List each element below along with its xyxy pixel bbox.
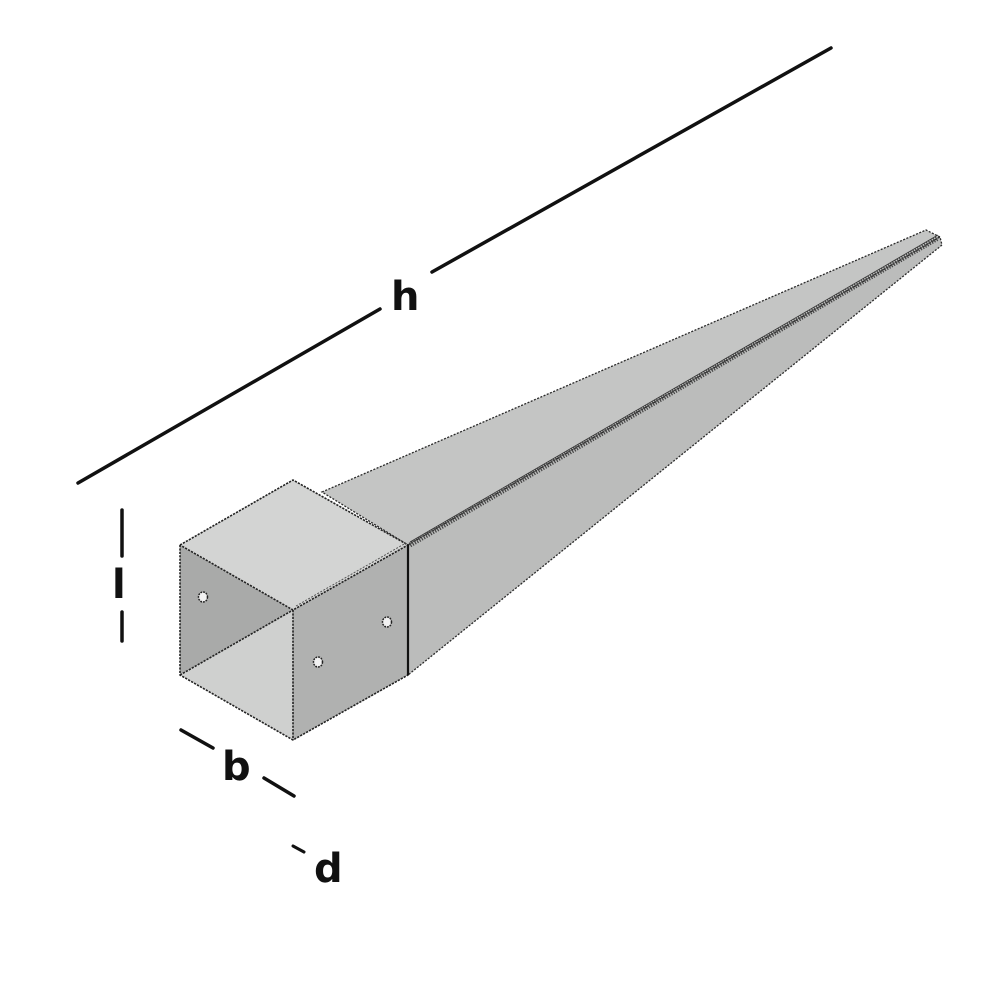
width-dimension-line-right: [262, 776, 296, 798]
spike-ridge-edge: [409, 234, 939, 543]
screw-holes: [197, 591, 393, 668]
depth-dimension-tick: [291, 844, 306, 854]
height-dimension-line-upper: [430, 46, 833, 274]
socket-inner-lower-left: [180, 610, 293, 740]
length-dimension: l: [112, 508, 126, 643]
screw-hole-icon: [312, 656, 324, 668]
width-dimension-line-left: [179, 728, 215, 750]
screw-hole-icon: [381, 616, 393, 628]
socket-top-lip: [295, 542, 407, 607]
spike-ridge: [408, 235, 940, 548]
height-dimension-line-lower: [76, 307, 382, 485]
length-label: l: [112, 562, 126, 608]
spike-upper-face: [320, 229, 942, 546]
spike: [320, 229, 943, 677]
depth-dimension: d: [291, 844, 343, 892]
height-dimension: h: [76, 46, 833, 485]
screw-hole-icon: [197, 591, 209, 603]
depth-label: d: [314, 846, 343, 892]
width-dimension: b: [179, 728, 296, 798]
socket: [179, 479, 410, 741]
width-label: b: [222, 744, 251, 790]
socket-left-face: [180, 545, 293, 675]
height-label: h: [391, 274, 419, 320]
